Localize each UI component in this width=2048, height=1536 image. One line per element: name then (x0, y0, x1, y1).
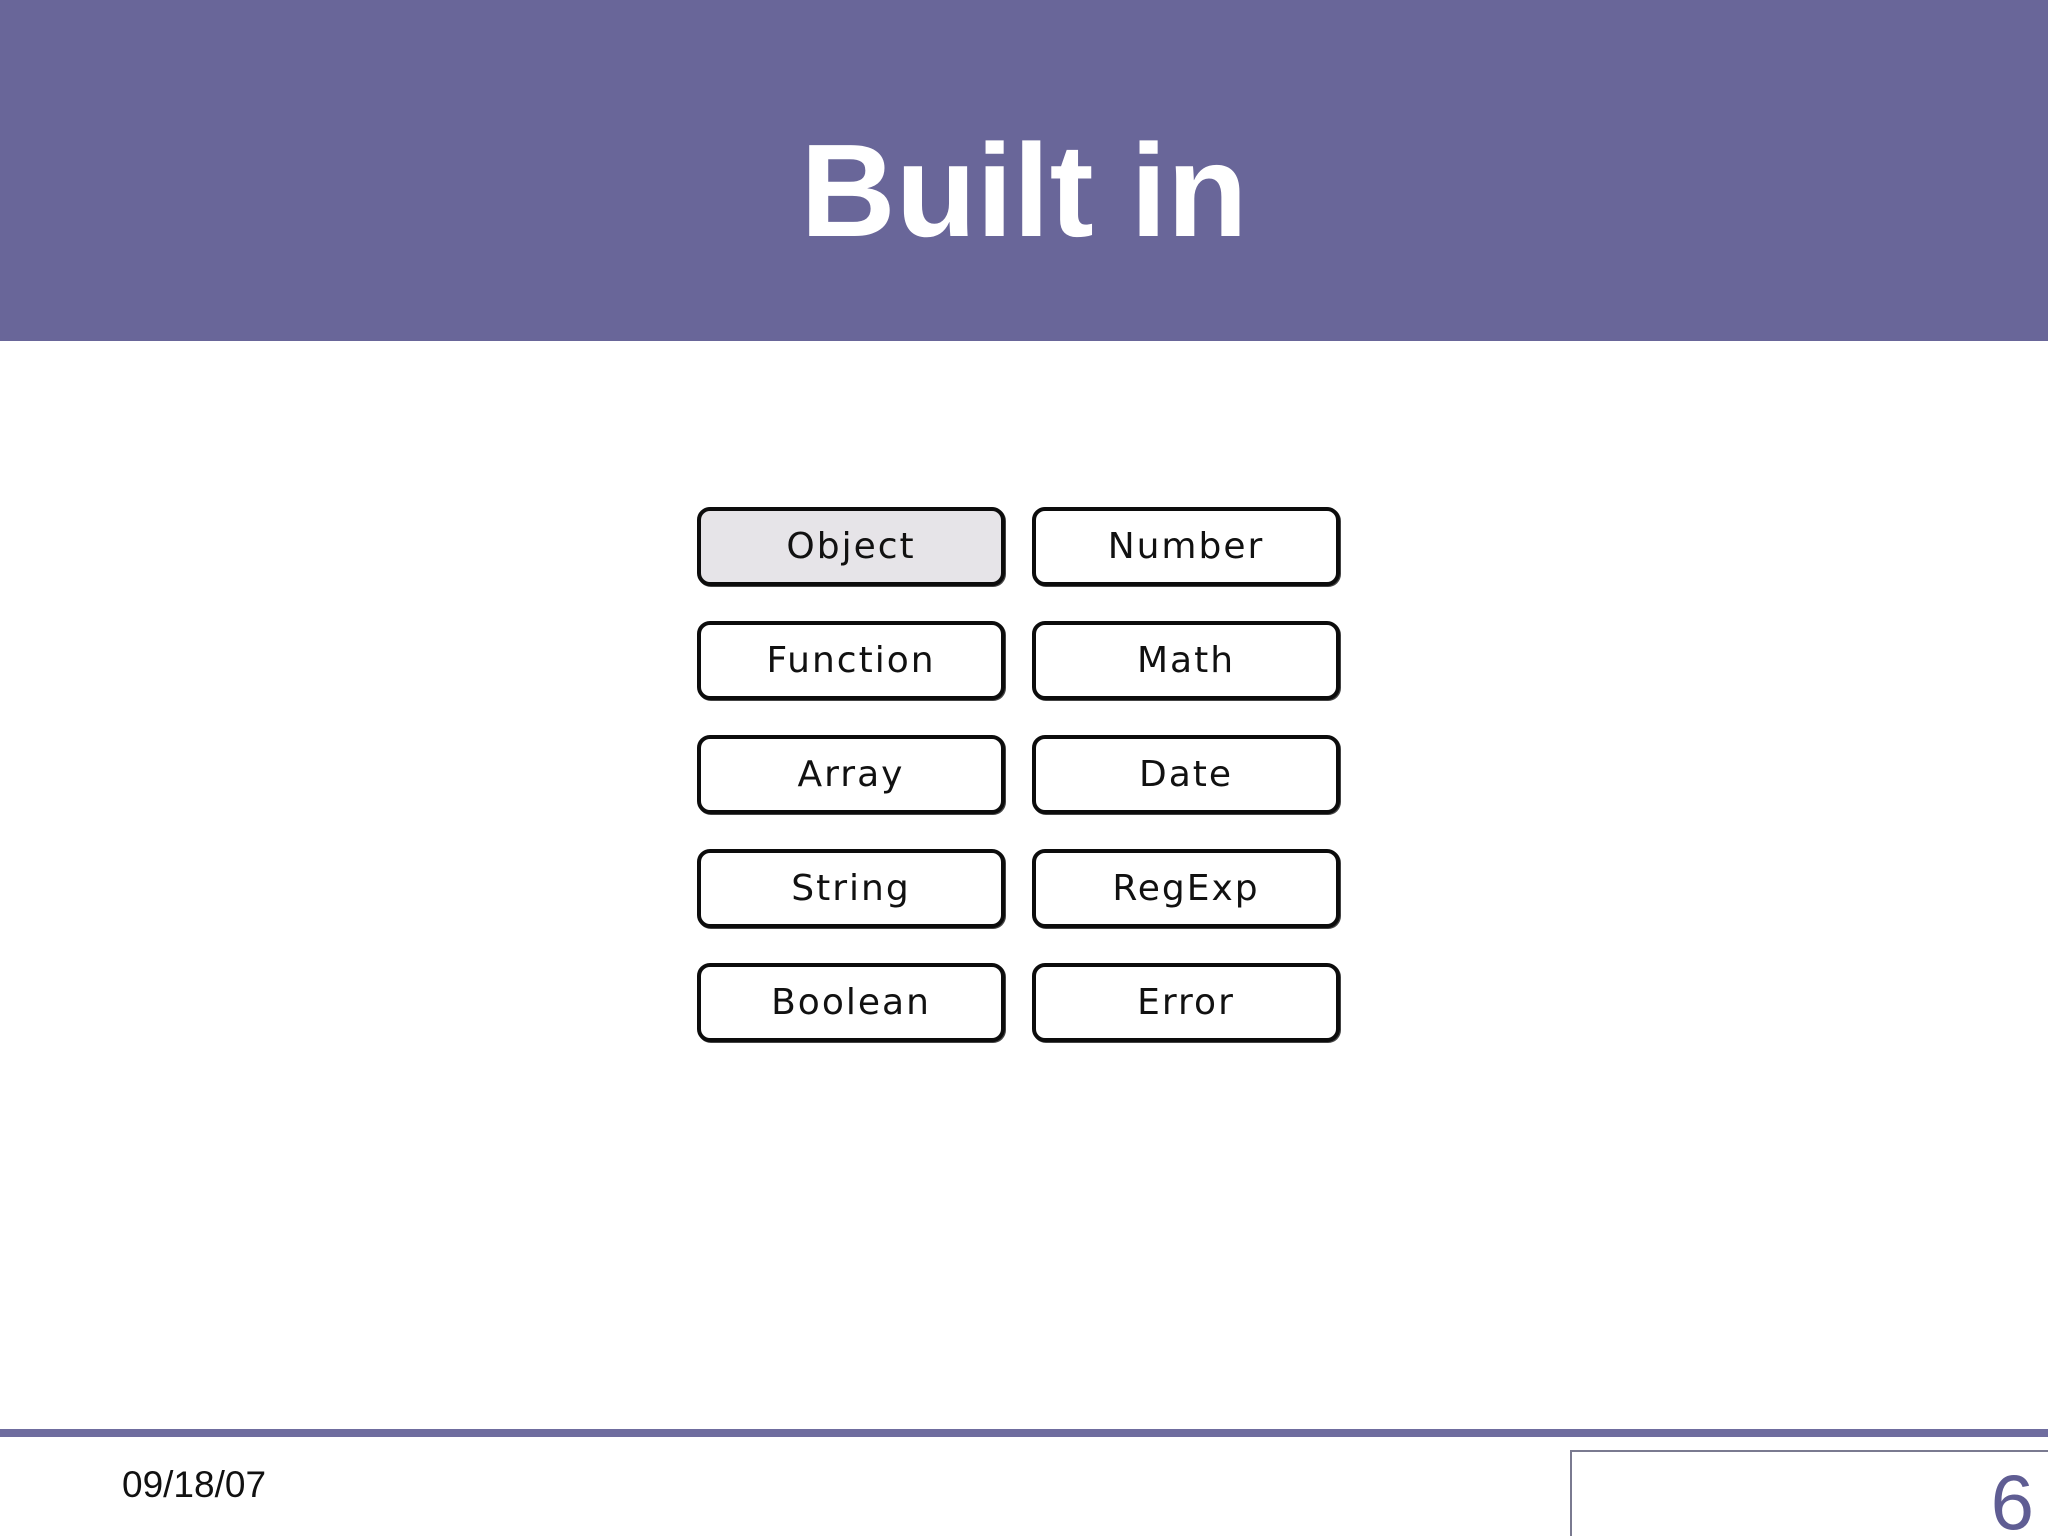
string-button[interactable]: String (697, 849, 1005, 928)
error-button[interactable]: Error (1032, 963, 1340, 1042)
page-number-box: 6 (1570, 1450, 2048, 1536)
math-button[interactable]: Math (1032, 621, 1340, 700)
footer-date: 09/18/07 (122, 1464, 267, 1505)
footer-divider (0, 1429, 2048, 1437)
array-button[interactable]: Array (697, 735, 1005, 814)
title-bar: Built in (0, 0, 2048, 341)
date-button[interactable]: Date (1032, 735, 1340, 814)
function-button[interactable]: Function (697, 621, 1005, 700)
number-button[interactable]: Number (1032, 507, 1340, 586)
object-button[interactable]: Object (697, 507, 1005, 586)
regexp-button[interactable]: RegExp (1032, 849, 1340, 928)
boolean-button[interactable]: Boolean (697, 963, 1005, 1042)
slide-title: Built in (800, 117, 1248, 264)
builtin-objects-grid: Object Number Function Math Array Date S… (697, 507, 1344, 1042)
page-number: 6 (1990, 1458, 2034, 1536)
